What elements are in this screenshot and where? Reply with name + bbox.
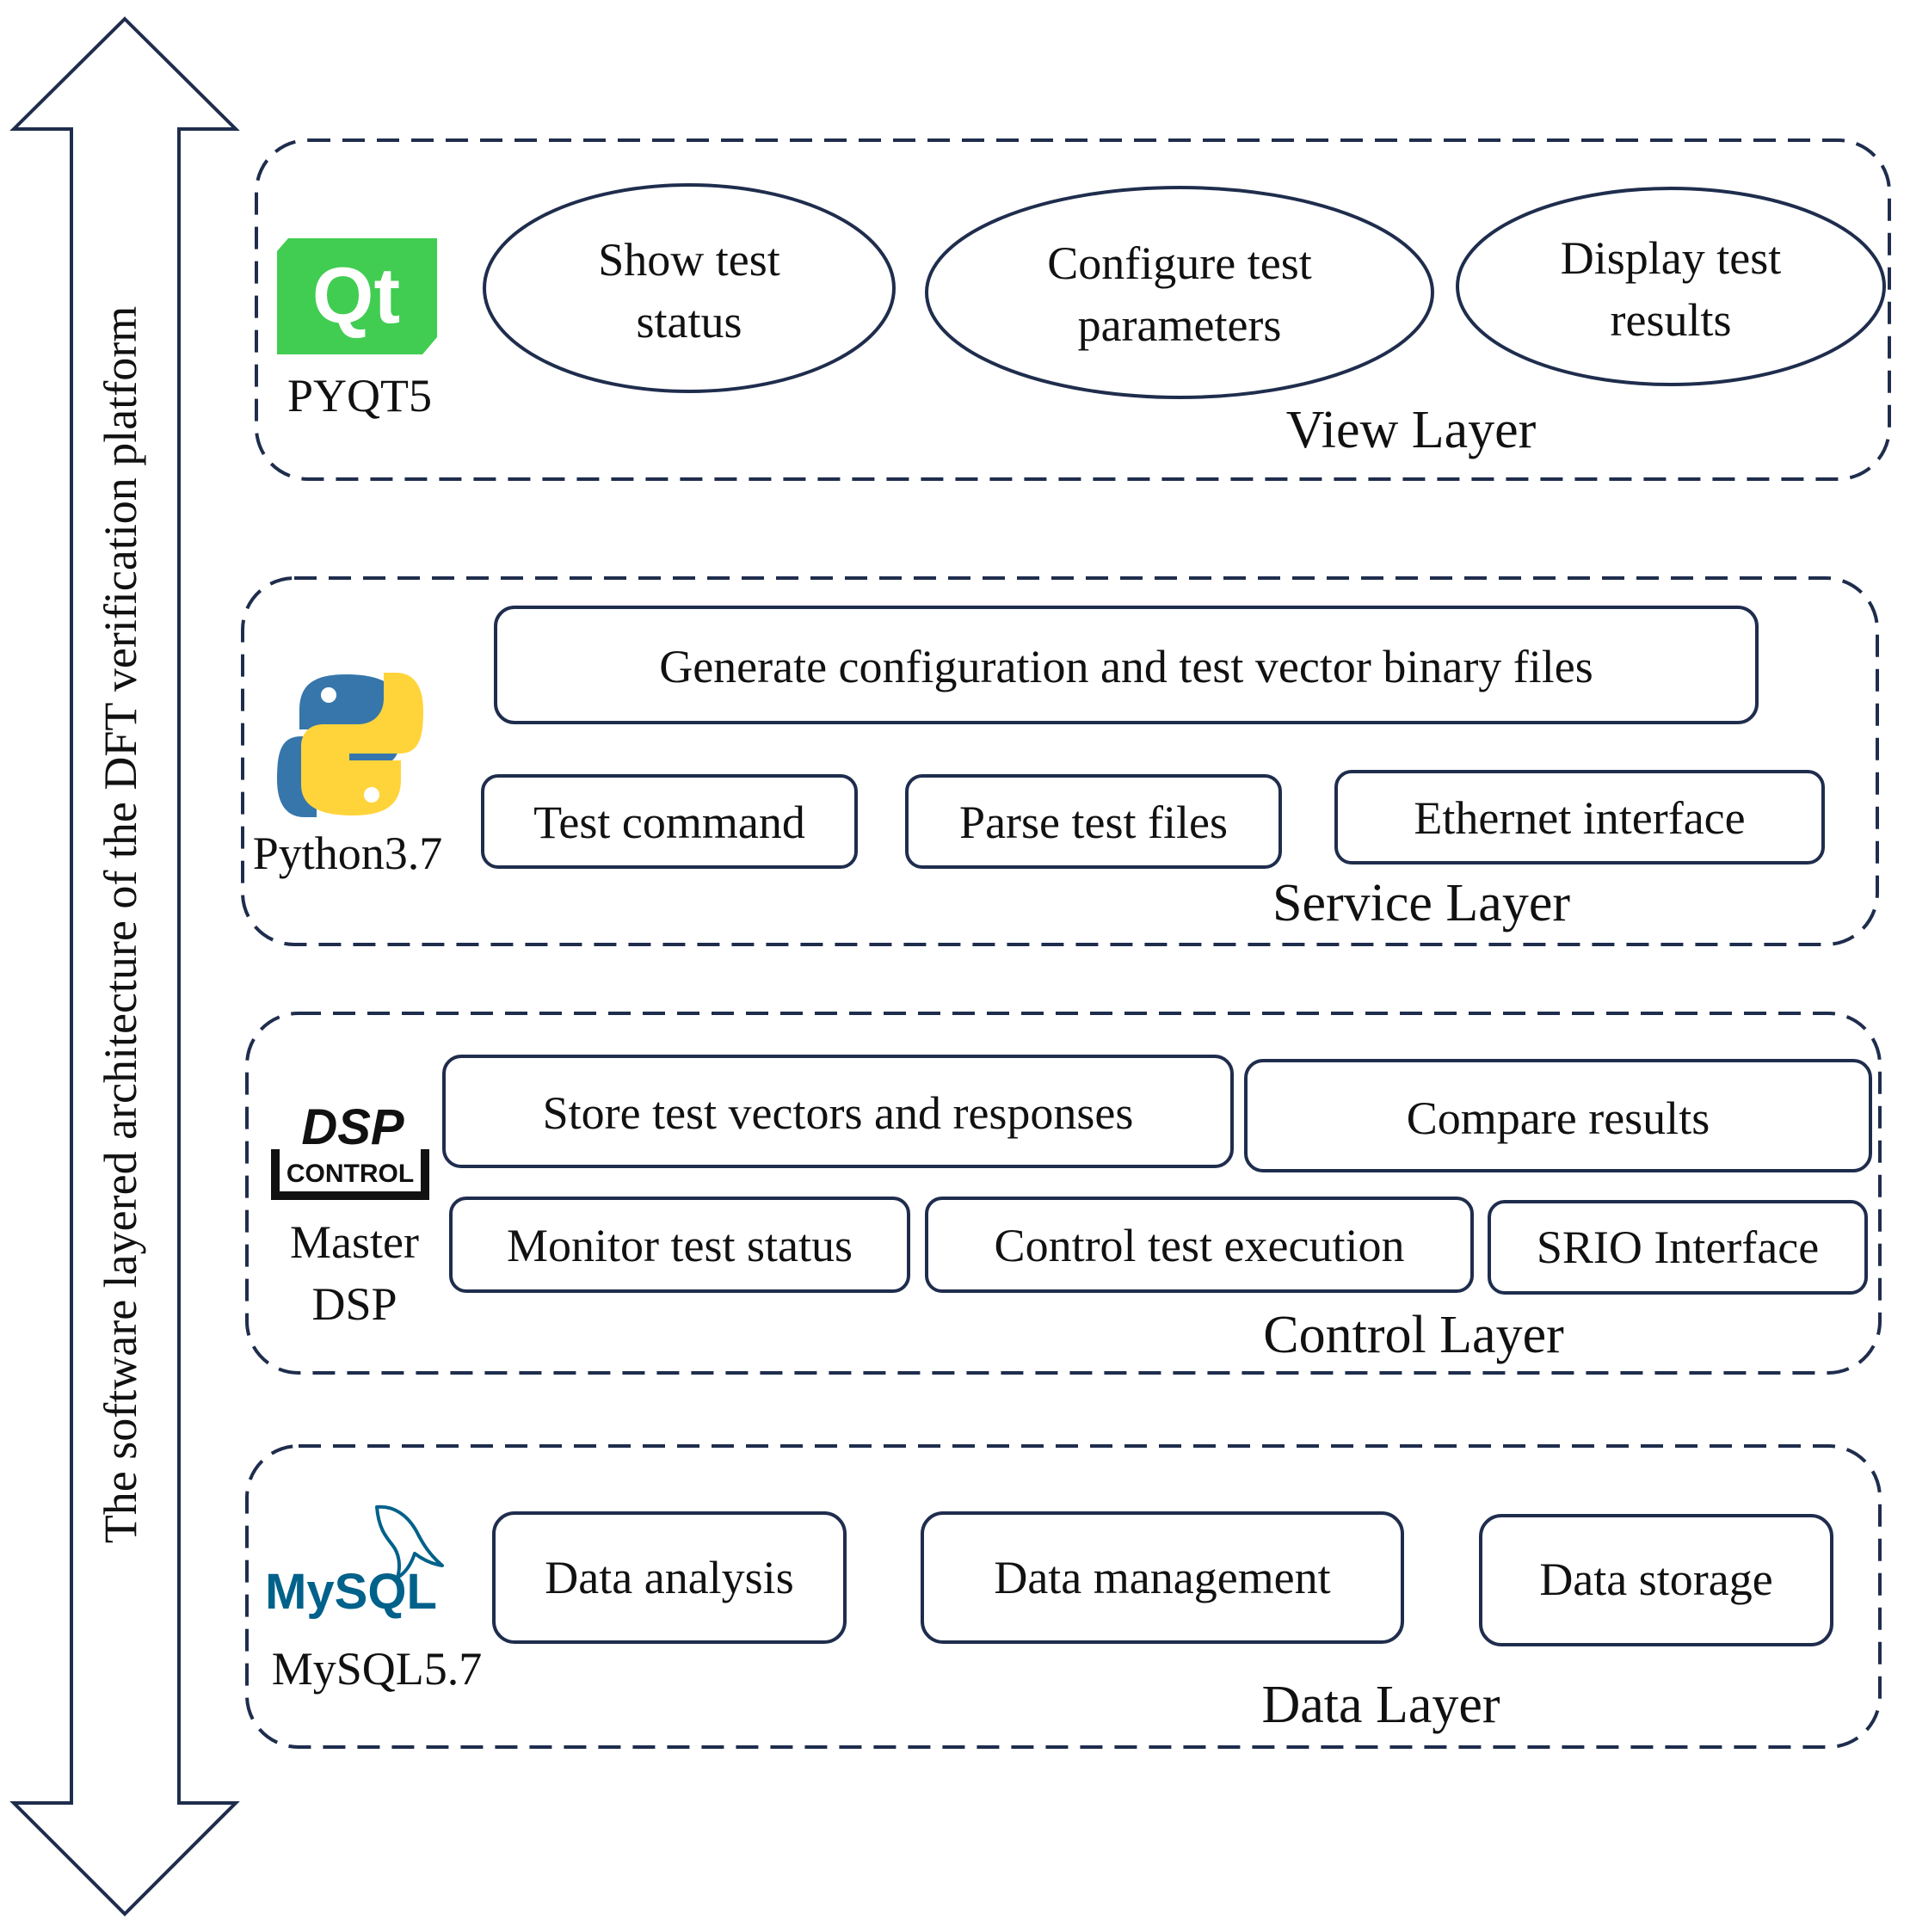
control-item-compare-results — [1244, 1059, 1872, 1172]
service-item-2-label: Parse test files — [959, 797, 1228, 848]
data-item-data-storage — [1479, 1514, 1833, 1646]
view-item-1-line2: status — [636, 296, 742, 348]
double-arrow — [9, 16, 240, 1917]
control-top-item-2-label: Compare results — [1407, 1092, 1710, 1144]
qt-logo-icon: Qt — [277, 238, 437, 354]
view-item-display-test-results — [1456, 187, 1886, 386]
view-tech-label: PYQT5 — [287, 370, 432, 421]
control-item-store-test-vectors — [442, 1055, 1234, 1168]
service-layer-title: Service Layer — [1272, 874, 1570, 932]
mysql-logo-text: MySQL — [265, 1564, 437, 1620]
service-item-1-label: Test command — [533, 797, 805, 848]
control-item-srio-interface — [1488, 1200, 1868, 1295]
control-top-item-1-label: Store test vectors and responses — [543, 1087, 1134, 1139]
python-logo-icon — [277, 673, 423, 817]
view-item-show-test-status — [483, 183, 896, 393]
view-item-2-line1: Configure test — [1047, 237, 1311, 289]
data-item-3-label: Data storage — [1539, 1554, 1772, 1605]
service-layer-frame — [241, 576, 1879, 946]
data-layer-title: Data Layer — [1261, 1676, 1500, 1734]
service-item-generate-files — [494, 606, 1759, 724]
dsp-control-logo-icon: DSP CONTROL — [271, 1099, 429, 1200]
data-layer-frame — [245, 1444, 1882, 1749]
control-item-2-label: Control test execution — [995, 1220, 1405, 1271]
view-layer-title: View Layer — [1286, 401, 1537, 459]
view-item-3-line1: Display test — [1561, 232, 1781, 284]
control-tech-label-line2: DSP — [311, 1278, 397, 1330]
dsp-logo-top-text: DSP — [301, 1099, 404, 1155]
control-layer-frame — [245, 1012, 1882, 1375]
service-top-item-label: Generate configuration and test vector b… — [659, 641, 1593, 692]
view-item-configure-test-parameters — [925, 186, 1434, 399]
data-item-data-management — [921, 1511, 1404, 1644]
control-item-monitor-test-status — [449, 1197, 910, 1293]
control-item-1-label: Monitor test status — [507, 1220, 853, 1271]
axis-label: The software layered architecture of the… — [95, 306, 146, 1543]
service-item-parse-test-files — [905, 774, 1282, 869]
control-layer-title: Control Layer — [1263, 1306, 1564, 1364]
dsp-logo-bottom-text: CONTROL — [286, 1160, 414, 1188]
control-item-3-label: SRIO Interface — [1537, 1221, 1819, 1273]
view-item-3-line2: results — [1611, 294, 1732, 346]
data-tech-label: MySQL5.7 — [272, 1643, 483, 1695]
control-tech-label-line1: Master — [290, 1216, 419, 1268]
control-item-control-test-execution — [925, 1197, 1474, 1293]
service-item-test-command — [481, 774, 858, 869]
view-item-2-line2: parameters — [1078, 299, 1282, 351]
data-item-data-analysis — [492, 1511, 847, 1644]
service-tech-label: Python3.7 — [253, 828, 443, 879]
data-item-2-label: Data management — [994, 1552, 1330, 1603]
qt-logo-text: Qt — [312, 252, 400, 340]
service-item-ethernet-interface — [1334, 770, 1825, 864]
data-item-1-label: Data analysis — [545, 1552, 793, 1603]
mysql-logo-icon: MySQL — [265, 1504, 444, 1620]
view-item-1-line1: Show test — [598, 234, 780, 286]
service-item-3-label: Ethernet interface — [1414, 792, 1745, 844]
view-layer-frame — [255, 138, 1891, 481]
